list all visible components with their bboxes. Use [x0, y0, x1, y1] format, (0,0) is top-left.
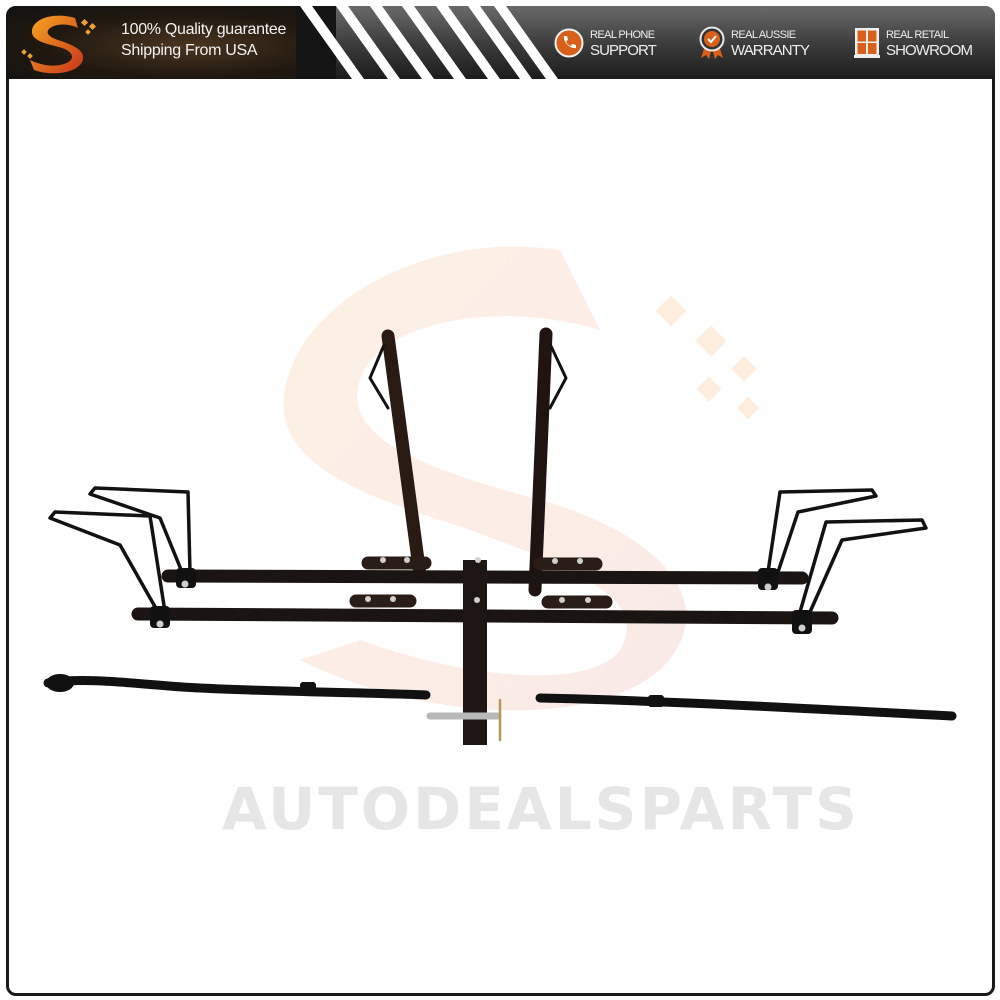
- window-showroom-icon: [854, 28, 880, 58]
- promo-banner: 100% Quality guarantee Shipping From USA…: [6, 6, 995, 79]
- tagline: 100% Quality guarantee Shipping From USA: [121, 19, 286, 61]
- award-ribbon-icon: [699, 26, 725, 59]
- badge-phone-support: REAL PHONE SUPPORT: [554, 20, 657, 66]
- badge-warranty-line1: REAL AUSSIE: [731, 29, 796, 41]
- badge-showroom-line1: REAL RETAIL: [886, 29, 949, 41]
- badge-phone-line1: REAL PHONE: [590, 29, 655, 41]
- badge-warranty-line2: WARRANTY: [731, 42, 810, 59]
- s-brand-logo-icon: [21, 15, 97, 74]
- diagonal-stripes-decoration: [296, 6, 558, 79]
- phone-icon: [554, 28, 584, 58]
- badge-phone-line2: SUPPORT: [590, 42, 657, 59]
- tagline-shipping: Shipping From USA: [121, 42, 258, 59]
- badge-warranty: REAL AUSSIE WARRANTY: [699, 20, 810, 66]
- badge-showroom-line2: SHOWROOM: [886, 42, 973, 59]
- watermark-text: AUTODEALSPARTS: [222, 775, 860, 843]
- tagline-quality: 100% Quality guarantee: [121, 21, 287, 38]
- badge-showroom: REAL RETAIL SHOWROOM: [854, 20, 973, 66]
- banner-left-panel: 100% Quality guarantee Shipping From USA: [6, 6, 336, 79]
